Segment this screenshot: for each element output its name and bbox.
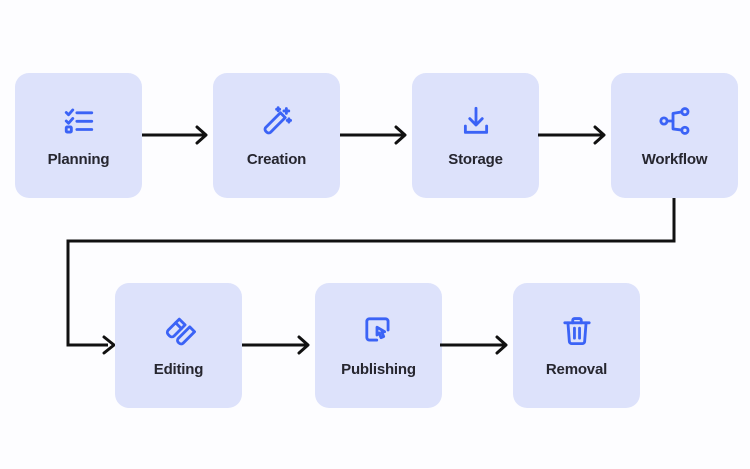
arrow-publishing-to-removal bbox=[440, 335, 513, 355]
cursor-click-icon bbox=[362, 314, 396, 348]
flow-node-planning[interactable]: Planning bbox=[15, 73, 142, 198]
flow-node-label: Publishing bbox=[341, 361, 416, 378]
flow-node-creation[interactable]: Creation bbox=[213, 73, 340, 198]
magic-wand-icon bbox=[260, 104, 294, 138]
flow-node-label: Workflow bbox=[641, 151, 708, 168]
arrow-planning-to-creation bbox=[142, 125, 213, 145]
arrowhead-icon bbox=[102, 335, 116, 355]
flow-node-label: Editing bbox=[153, 361, 204, 378]
checklist-icon bbox=[62, 104, 96, 138]
arrowhead-icon bbox=[195, 125, 208, 145]
flow-node-storage[interactable]: Storage bbox=[412, 73, 539, 198]
download-save-icon bbox=[459, 104, 493, 138]
arrowhead-icon bbox=[593, 125, 606, 145]
flow-node-label: Removal bbox=[545, 361, 608, 378]
arrowhead-icon bbox=[394, 125, 407, 145]
flow-node-workflow[interactable]: Workflow bbox=[611, 73, 738, 198]
pen-brush-icon bbox=[162, 314, 196, 348]
arrow-editing-to-publishing bbox=[242, 335, 315, 355]
flow-node-removal[interactable]: Removal bbox=[513, 283, 640, 408]
arrow-storage-to-workflow bbox=[538, 125, 611, 145]
flow-node-editing[interactable]: Editing bbox=[115, 283, 242, 408]
flow-node-label: Planning bbox=[47, 151, 110, 168]
arrow-creation-to-storage bbox=[340, 125, 412, 145]
arrowhead-icon bbox=[297, 335, 310, 355]
share-nodes-icon bbox=[658, 104, 692, 138]
flow-node-publishing[interactable]: Publishing bbox=[315, 283, 442, 408]
flow-node-label: Creation bbox=[246, 151, 307, 168]
trash-bin-icon bbox=[560, 314, 594, 348]
arrowhead-icon bbox=[495, 335, 508, 355]
flow-node-label: Storage bbox=[448, 151, 503, 168]
